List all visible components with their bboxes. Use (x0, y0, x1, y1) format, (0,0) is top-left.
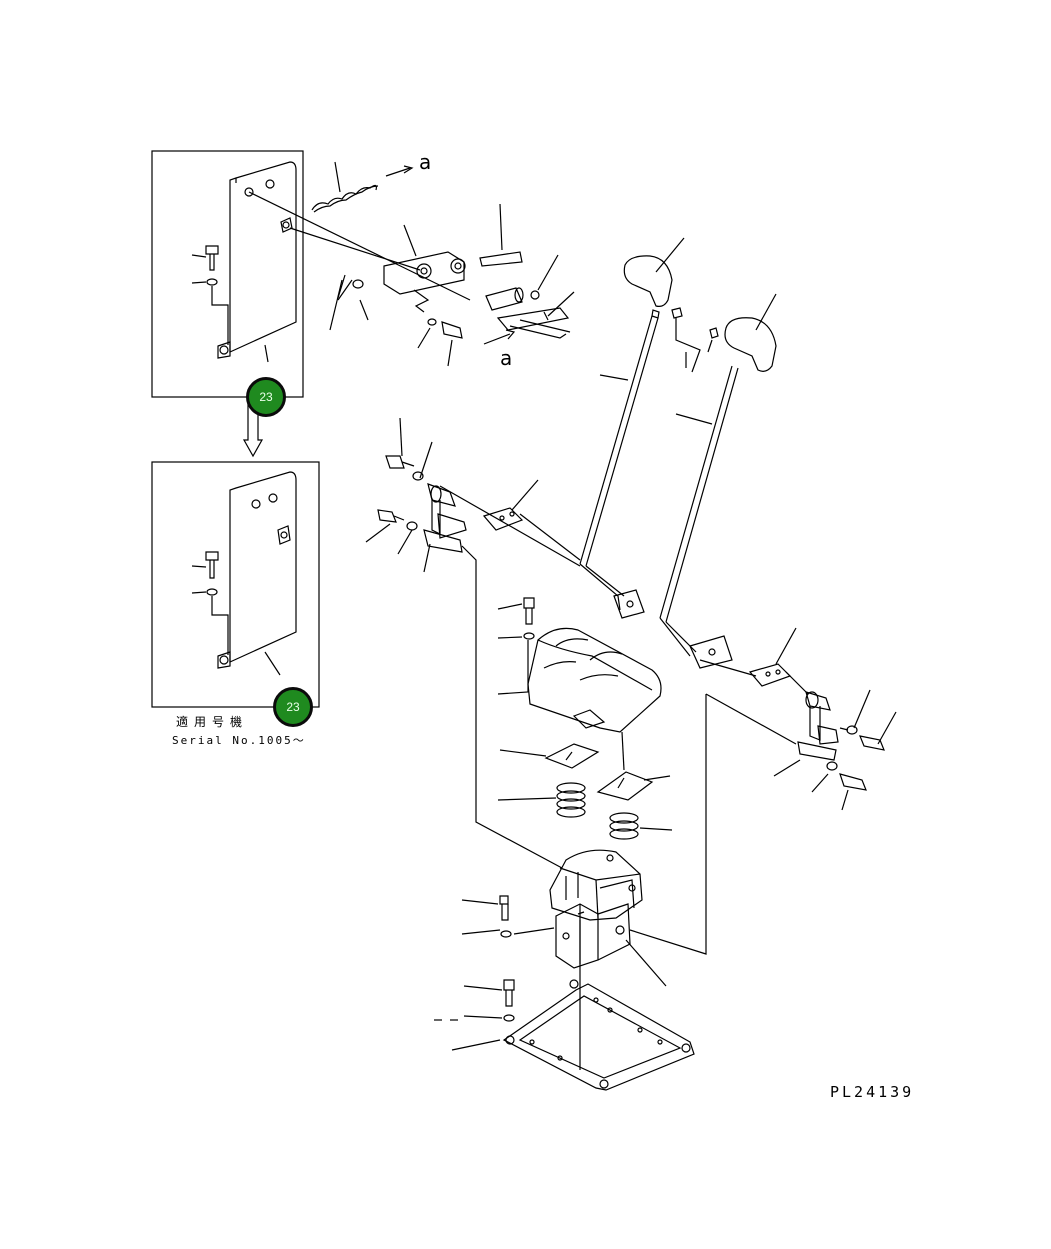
clevis-bracket (329, 224, 466, 331)
plate-number: PL24139 (830, 1083, 915, 1101)
rod-link (248, 191, 471, 301)
lever-right (659, 293, 777, 669)
spring-seats (499, 743, 671, 801)
applicability-note: 適用号機 (176, 715, 249, 729)
arrow-label-a-bottom: a (500, 346, 513, 370)
inset-box-top (151, 150, 304, 398)
base-plate (434, 920, 695, 1091)
lever-left (579, 237, 719, 619)
callout-badge-23-top[interactable]: 23 (246, 377, 286, 417)
callout-badge-23-bottom[interactable]: 23 (273, 687, 313, 727)
joint-linkage-right (629, 627, 897, 955)
springs (497, 782, 673, 840)
valve-cover (497, 597, 662, 771)
pin-and-fork (417, 203, 575, 367)
inset-box-bottom (151, 461, 320, 708)
serial-note: Serial No.1005〜 (172, 734, 306, 747)
arrow-label-a-top: a (419, 150, 432, 174)
joint-linkage-left (365, 417, 581, 869)
down-arrow-icon (242, 400, 264, 458)
spring-assembly (311, 161, 414, 213)
valve-body (461, 849, 667, 987)
